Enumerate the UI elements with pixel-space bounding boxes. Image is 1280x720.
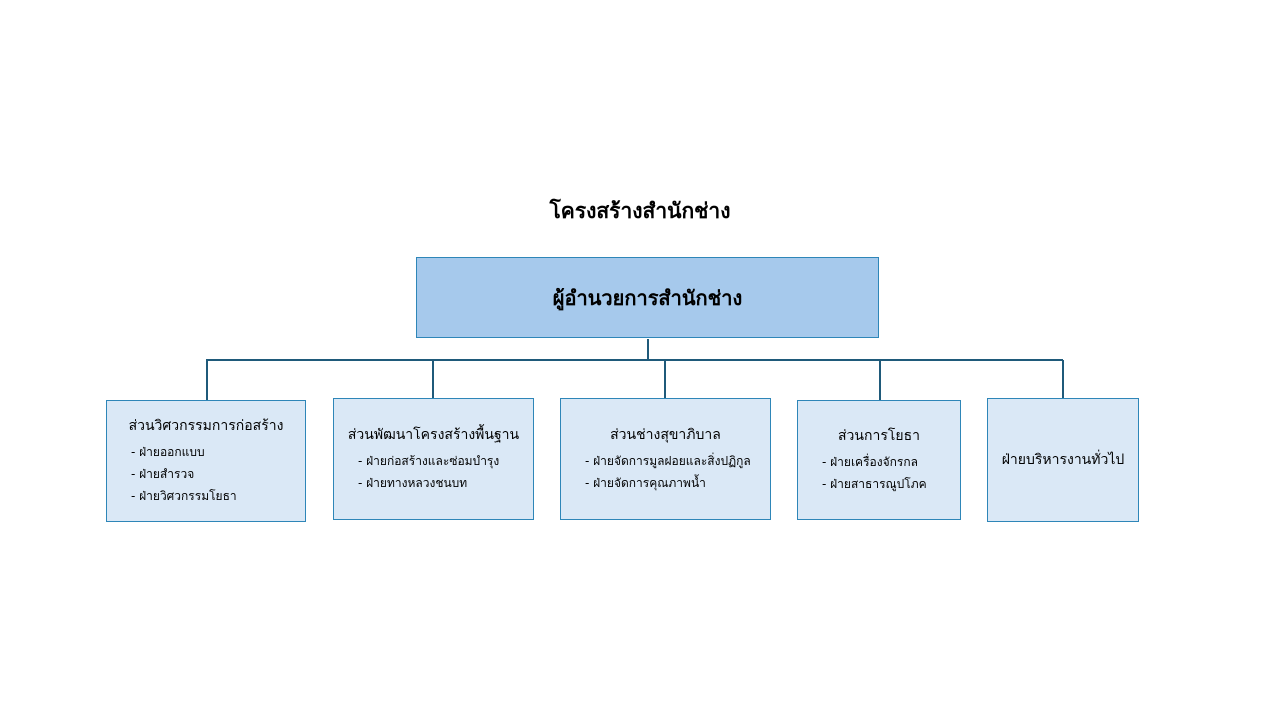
unit-name: ส่วนพัฒนาโครงสร้างพื้นฐาน: [347, 427, 520, 443]
unit-item: - ฝ่ายจัดการคุณภาพน้ำ: [585, 476, 706, 490]
unit-item: - ฝ่ายเครื่องจักรกล: [822, 455, 918, 469]
unit-name: ส่วนวิศวกรรมการก่อสร้าง: [128, 418, 284, 434]
unit-box-public-works: ส่วนการโยธา - ฝ่ายเครื่องจักรกล - ฝ่ายสา…: [797, 400, 961, 520]
unit-item: - ฝ่ายวิศวกรรมโยธา: [131, 489, 237, 503]
unit-items: - ฝ่ายเครื่องจักรกล - ฝ่ายสาธารณูปโภค: [808, 451, 950, 495]
unit-item: - ฝ่ายสำรวจ: [131, 467, 195, 481]
director-label: ผู้อำนวยการสำนักช่าง: [552, 285, 743, 310]
unit-item: - ฝ่ายทางหลวงชนบท: [358, 476, 468, 490]
chart-title: โครงสร้างสำนักช่าง: [549, 199, 731, 223]
unit-item: - ฝ่ายก่อสร้างและซ่อมบำรุง: [358, 454, 500, 468]
unit-item: - ฝ่ายจัดการมูลฝอยและสิ่งปฏิกูล: [585, 454, 751, 468]
unit-name: ส่วนการโยธา: [838, 428, 920, 444]
unit-items: - ฝ่ายจัดการมูลฝอยและสิ่งปฏิกูล - ฝ่ายจั…: [571, 450, 760, 494]
unit-name: ส่วนช่างสุขาภิบาล: [610, 427, 721, 443]
unit-box-construction-engineering: ส่วนวิศวกรรมการก่อสร้าง - ฝ่ายออกแบบ - ฝ…: [106, 400, 306, 522]
unit-items: - ฝ่ายออกแบบ - ฝ่ายสำรวจ - ฝ่ายวิศวกรรมโ…: [117, 441, 295, 507]
unit-box-general-administration: ฝ่ายบริหารงานทั่วไป: [987, 398, 1139, 522]
unit-box-infrastructure-development: ส่วนพัฒนาโครงสร้างพื้นฐาน - ฝ่ายก่อสร้าง…: [333, 398, 534, 520]
unit-item: - ฝ่ายออกแบบ: [131, 445, 205, 459]
unit-item: - ฝ่ายสาธารณูปโภค: [822, 477, 927, 491]
unit-items: - ฝ่ายก่อสร้างและซ่อมบำรุง - ฝ่ายทางหลวง…: [344, 450, 523, 494]
director-box: ผู้อำนวยการสำนักช่าง: [416, 257, 879, 338]
unit-box-sanitation: ส่วนช่างสุขาภิบาล - ฝ่ายจัดการมูลฝอยและส…: [560, 398, 771, 520]
unit-name: ฝ่ายบริหารงานทั่วไป: [1001, 452, 1125, 468]
